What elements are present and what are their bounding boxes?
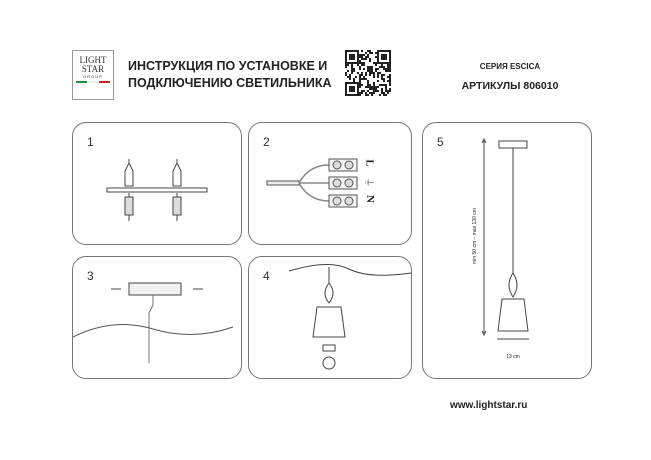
page-title: ИНСТРУКЦИЯ ПО УСТАНОВКЕ И ПОДКЛЮЧЕНИЮ СВ… xyxy=(128,58,332,92)
lamp-dimensions-icon xyxy=(481,137,529,340)
terminal-block-wiring-icon xyxy=(266,158,358,208)
article-number: АРТИКУЛЫ 806010 xyxy=(461,80,559,92)
logo-text: GROUP xyxy=(83,74,103,79)
website-url[interactable]: www.lightstar.ru xyxy=(450,400,528,411)
panel-step-4: 4 xyxy=(248,256,412,379)
step-number: 3 xyxy=(87,269,94,283)
panel-step-3: 3 xyxy=(72,256,242,379)
logo-text: STAR xyxy=(81,64,105,74)
series-label: СЕРИЯ ESCICA xyxy=(479,62,541,71)
neutral-label: N xyxy=(363,195,376,203)
title-line: ПОДКЛЮЧЕНИЮ СВЕТИЛЬНИКА xyxy=(128,76,332,90)
earth-icon: ⏚ xyxy=(362,177,374,188)
canopy-mounting-icon xyxy=(73,282,234,363)
panel-step-2: 2 L ⏚ N xyxy=(248,122,412,245)
height-dimension-label: min 50 cm – max 130 cm xyxy=(472,208,478,264)
qr-code xyxy=(345,50,391,96)
title-line: ИНСТРУКЦИЯ ПО УСТАНОВКЕ И xyxy=(128,59,328,73)
step-number: 4 xyxy=(263,269,270,283)
panel-step-1: 1 xyxy=(72,122,242,245)
logo-text: LIGHT xyxy=(79,55,107,65)
mounting-bracket-screws-icon xyxy=(106,159,208,221)
panel-step-5: 5 min 50 cm – max 130 cm 13 cm xyxy=(422,122,592,379)
flag-stripe xyxy=(76,81,110,83)
lightstar-logo: LIGHT STAR GROUP xyxy=(72,50,114,100)
lamp-bulb-install-icon xyxy=(288,264,411,370)
live-label: L xyxy=(363,159,376,167)
step-number: 2 xyxy=(263,135,270,149)
width-dimension-label: 13 cm xyxy=(506,354,520,360)
step-number: 5 xyxy=(437,135,444,149)
step-number: 1 xyxy=(87,135,94,149)
